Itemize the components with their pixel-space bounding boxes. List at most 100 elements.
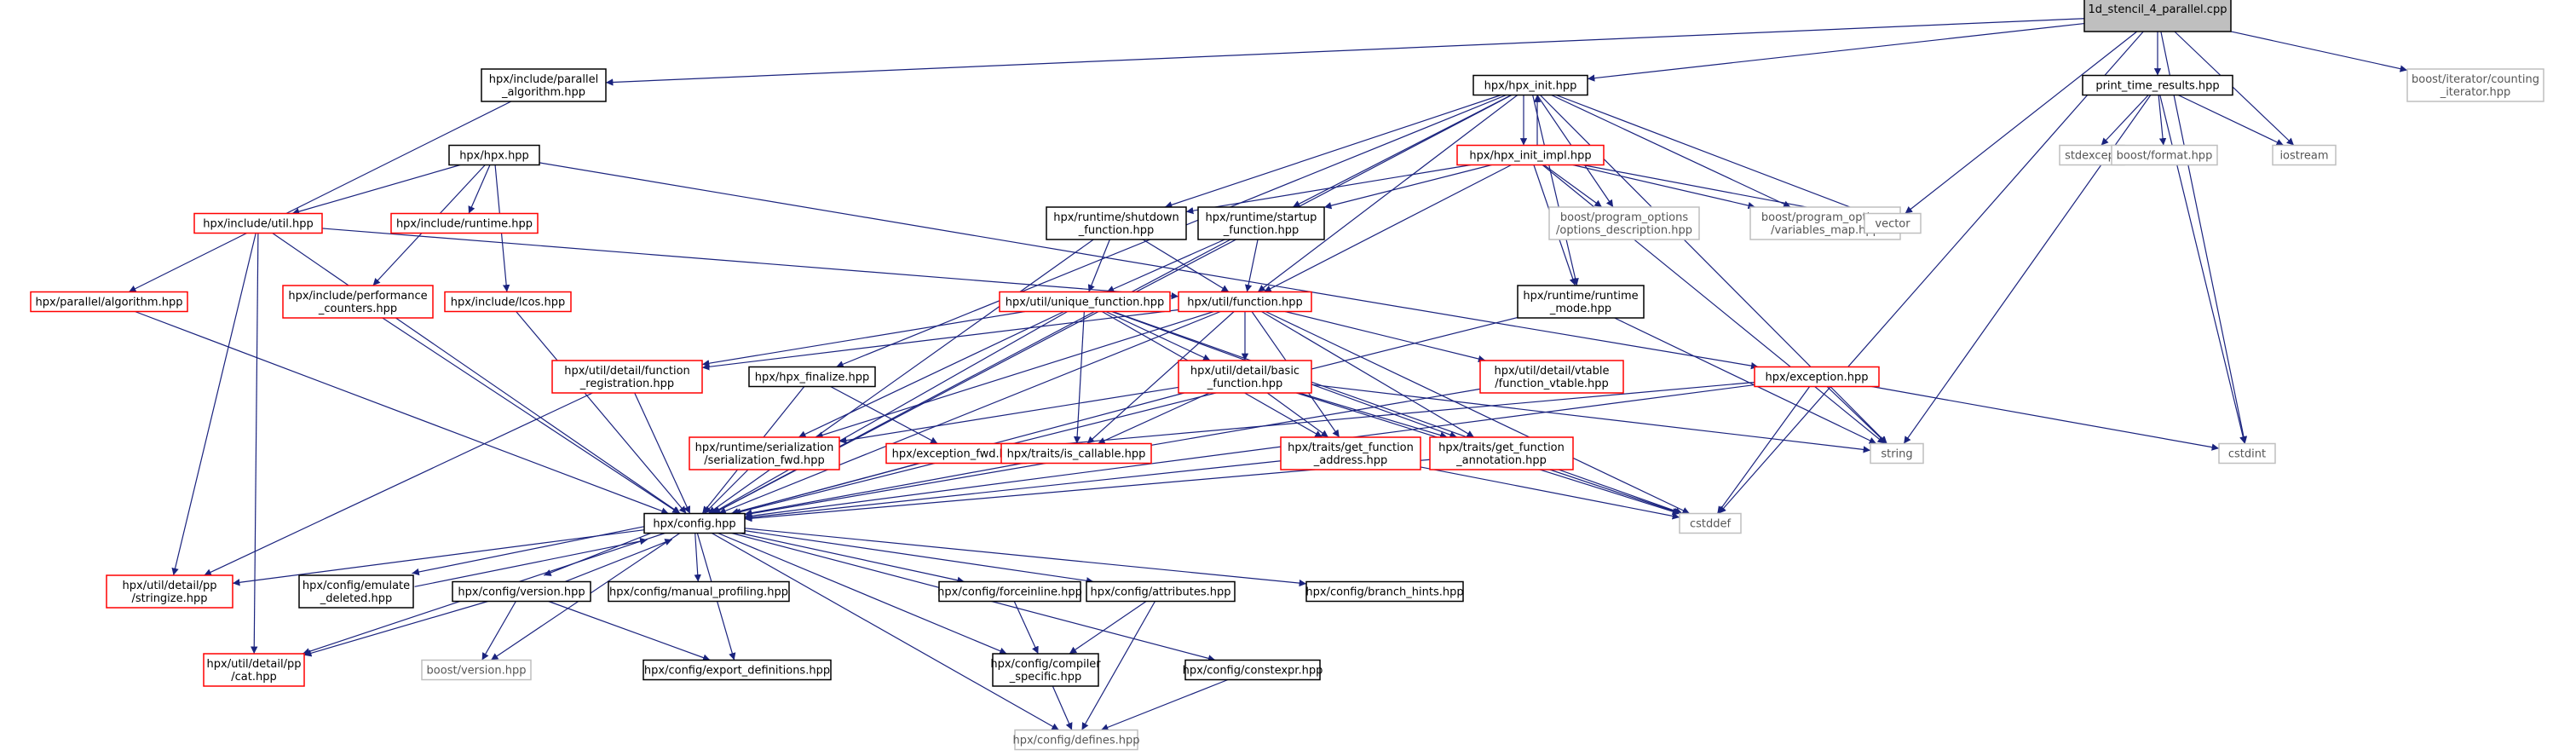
node-label: hpx/util/detail/basic	[1190, 365, 1300, 378]
node-include-runtime[interactable]: hpx/include/runtime.hpp	[390, 212, 539, 234]
node-forceinline[interactable]: hpx/config/forceinline.hpp	[937, 580, 1082, 603]
node-get-fn-ann[interactable]: hpx/traits/get_function_annotation.hpp	[1429, 436, 1574, 470]
node-runtime-mode[interactable]: hpx/runtime/runtime_mode.hpp	[1517, 285, 1645, 319]
node-attributes[interactable]: hpx/config/attributes.hpp	[1086, 580, 1236, 603]
node-box	[203, 653, 305, 687]
node-exception[interactable]: hpx/exception.hpp	[1754, 366, 1880, 388]
node-box	[992, 653, 1099, 687]
node-label: 1d_stencil_4_parallel.cpp	[2089, 3, 2227, 16]
node-vtable[interactable]: hpx/util/detail/vtable/function_vtable.h…	[1479, 360, 1624, 394]
node-label: hpx/runtime/serialization	[695, 441, 834, 454]
node-label: hpx/util/detail/pp	[123, 580, 217, 592]
edge-constexpr-to-defines	[1100, 678, 1229, 731]
node-lcos[interactable]: hpx/include/lcos.hpp	[444, 291, 572, 313]
edge-cfg_version-to-export_defs	[548, 600, 711, 661]
edge-ptr-to-string	[1903, 95, 2152, 444]
edge-fn_reg-to-stringize	[204, 392, 593, 576]
edge-basic_fn-to-get_fn_addr	[1266, 392, 1329, 438]
node-label: hpx/config/manual_profiling.hpp	[609, 586, 788, 599]
edge-root-to-counting_it	[2230, 31, 2408, 72]
edge-hpx_init-to-string	[1540, 95, 1887, 444]
node-label: _deleted.hpp	[320, 592, 393, 605]
node-label: /variables_map.hpp	[1771, 224, 1880, 237]
edge-attributes-to-defines	[1081, 601, 1155, 730]
node-box	[2406, 68, 2544, 102]
node-startup-fn[interactable]: hpx/runtime/startup_function.hpp	[1197, 206, 1325, 240]
node-include-util[interactable]: hpx/include/util.hpp	[193, 212, 323, 234]
edge-ptr-to-boost_format	[2158, 95, 2167, 146]
node-label: _function.hpp	[1207, 378, 1282, 390]
node-compiler-specific[interactable]: hpx/config/compiler_specific.hpp	[990, 653, 1101, 687]
node-root[interactable]: 1d_stencil_4_parallel.cpp	[2083, 0, 2232, 32]
node-cat[interactable]: hpx/util/detail/pp/cat.hpp	[203, 653, 305, 687]
node-box	[2272, 144, 2337, 166]
node-stringize[interactable]: hpx/util/detail/pp/stringize.hpp	[106, 574, 233, 609]
node-label: hpx/config/constexpr.hpp	[1183, 665, 1323, 678]
node-box	[448, 144, 540, 166]
node-string[interactable]: string	[1870, 442, 1924, 465]
node-iostream[interactable]: iostream	[2272, 144, 2337, 166]
node-box	[1429, 436, 1574, 470]
node-boost-format[interactable]: boost/format.hpp	[2111, 144, 2218, 166]
edge-unique_fn-to-config	[711, 310, 1069, 515]
edge-hpx_init-to-util_fn	[1257, 95, 1519, 292]
node-hpx-hpp[interactable]: hpx/hpx.hpp	[448, 144, 540, 166]
node-label: hpx/traits/get_function	[1438, 441, 1565, 454]
node-unique-fn[interactable]: hpx/util/unique_function.hpp	[999, 291, 1171, 313]
node-util-fn[interactable]: hpx/util/function.hpp	[1178, 291, 1312, 313]
node-vector[interactable]: vector	[1864, 212, 1922, 234]
node-emulate-deleted[interactable]: hpx/config/emulate_deleted.hpp	[298, 574, 414, 609]
node-label: hpx/exception.hpp	[1766, 372, 1869, 384]
node-perf-counters[interactable]: hpx/include/performance_counters.hpp	[282, 285, 434, 319]
edge-hpx_init_impl-to-util_fn	[1264, 164, 1512, 293]
node-box	[608, 580, 790, 603]
node-box	[643, 659, 832, 681]
node-label: _address.hpp	[1313, 454, 1387, 467]
edge-emulate_deleted-to-config	[414, 537, 648, 587]
node-box	[30, 291, 188, 313]
node-box	[1749, 206, 1901, 240]
node-cstdint[interactable]: cstdint	[2218, 442, 2276, 465]
node-par-algorithm[interactable]: hpx/parallel/algorithm.hpp	[30, 291, 188, 313]
node-po-desc[interactable]: boost/program_options/options_descriptio…	[1548, 206, 1700, 240]
edge-config-to-branch_hints	[744, 528, 1307, 587]
edge-config-to-manual_prof	[694, 533, 701, 582]
edge-ptr-to-iostream	[2177, 94, 2285, 147]
node-par-alg[interactable]: hpx/include/parallel_algorithm.hpp	[481, 68, 607, 102]
node-config[interactable]: hpx/config.hpp	[643, 512, 746, 534]
node-ser-fwd[interactable]: hpx/runtime/serialization/serialization_…	[689, 436, 840, 470]
node-cstddef[interactable]: cstddef	[1679, 512, 1742, 534]
node-label: hpx/traits/is_callable.hpp	[1007, 448, 1146, 461]
node-boost-version[interactable]: boost/version.hpp	[421, 659, 532, 681]
node-label: hpx/config/version.hpp	[458, 586, 585, 599]
node-stdexcept[interactable]: stdexcept	[2059, 144, 2125, 166]
node-po-vmap[interactable]: boost/program_options/variables_map.hpp	[1749, 206, 1901, 240]
node-basic-fn[interactable]: hpx/util/detail/basic_function.hpp	[1178, 360, 1312, 394]
node-defines[interactable]: hpx/config/defines.hpp	[1012, 729, 1140, 751]
node-box	[1184, 659, 1321, 681]
node-branch-hints[interactable]: hpx/config/branch_hints.hpp	[1305, 580, 1464, 603]
node-box	[1305, 580, 1464, 603]
node-manual-prof[interactable]: hpx/config/manual_profiling.hpp	[608, 580, 790, 603]
node-label: hpx/exception_fwd.hpp	[892, 448, 1021, 461]
node-cfg-version[interactable]: hpx/config/version.hpp	[452, 580, 591, 603]
edge-config-to-stringize	[232, 529, 645, 586]
edge-exception-to-cstddef	[1716, 386, 1811, 514]
node-get-fn-addr[interactable]: hpx/traits/get_function_address.hpp	[1280, 436, 1421, 470]
node-box	[1178, 291, 1312, 313]
node-is-callable[interactable]: hpx/traits/is_callable.hpp	[1000, 442, 1152, 465]
node-constexpr[interactable]: hpx/config/constexpr.hpp	[1183, 659, 1323, 681]
node-hpx-finalize[interactable]: hpx/hpx_finalize.hpp	[748, 366, 876, 388]
node-label: hpx/hpx_finalize.hpp	[755, 372, 870, 384]
edge-exception-to-exc_fwd	[1025, 381, 1755, 451]
node-export-defs[interactable]: hpx/config/export_definitions.hpp	[643, 659, 832, 681]
node-hpx-init-impl[interactable]: hpx/hpx_init_impl.hpp	[1456, 144, 1605, 166]
node-exc-fwd[interactable]: hpx/exception_fwd.hpp	[885, 442, 1027, 465]
node-box	[1679, 512, 1742, 534]
edge-util_fn-to-get_fn_ann	[1261, 310, 1475, 438]
node-counting-it[interactable]: boost/iterator/counting_iterator.hpp	[2406, 68, 2544, 102]
node-fn-reg[interactable]: hpx/util/detail/function_registration.hp…	[551, 360, 703, 394]
node-shutdown-fn[interactable]: hpx/runtime/shutdown_function.hpp	[1046, 206, 1187, 240]
node-ptr[interactable]: print_time_results.hpp	[2082, 74, 2233, 96]
node-hpx-init[interactable]: hpx/hpx_init.hpp	[1472, 74, 1588, 96]
